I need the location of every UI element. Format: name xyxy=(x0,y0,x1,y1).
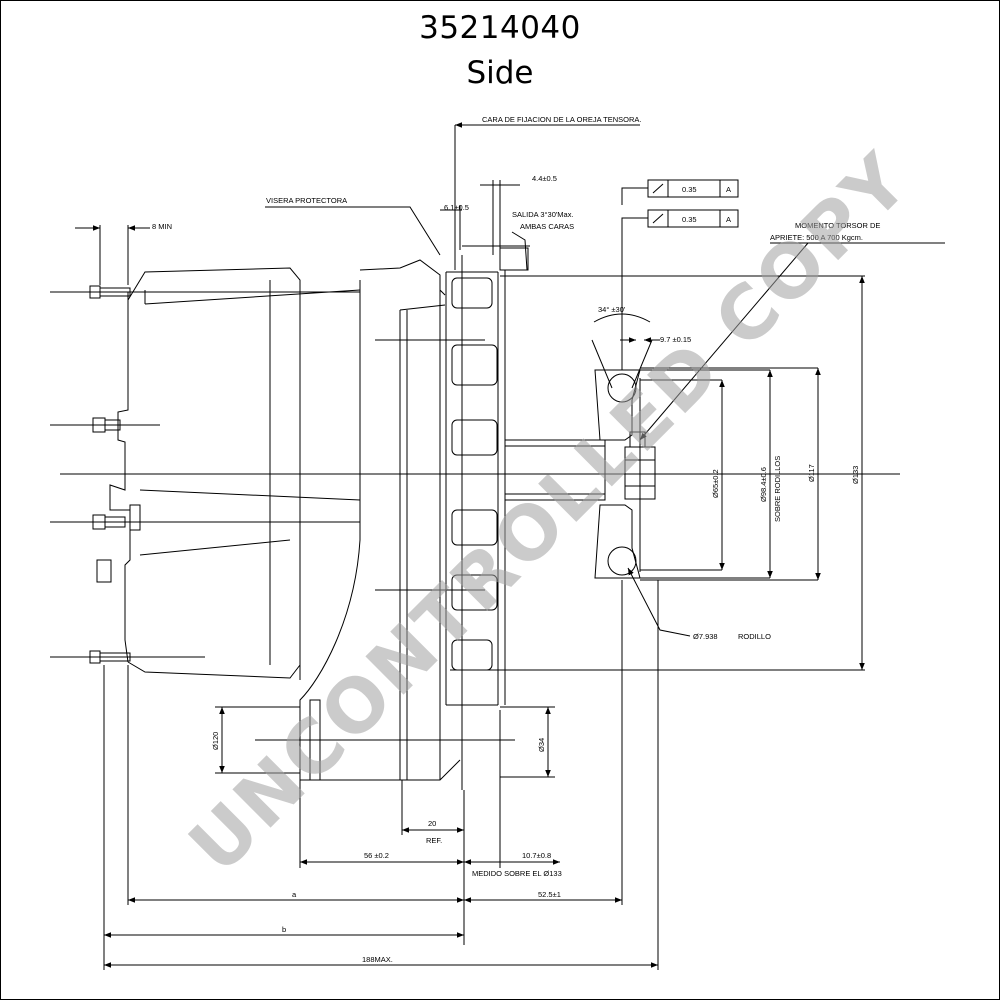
view-title: Side xyxy=(466,55,534,91)
label-d7938: Ø7.938 xyxy=(693,632,718,641)
label-6-1: 6.1±0.5 xyxy=(444,203,469,212)
label-tol1: 0.35 xyxy=(682,185,697,194)
label-d117: Ø117 xyxy=(807,464,816,482)
part-number-title: 35214040 xyxy=(419,10,581,46)
label-9-7: 9.7 ±0.15 xyxy=(660,335,691,344)
label-4-4: 4.4±0.5 xyxy=(532,174,557,183)
label-b: b xyxy=(282,925,286,934)
label-ambas: AMBAS CARAS xyxy=(520,222,574,231)
label-salida: SALIDA 3°30'Max. xyxy=(512,210,574,219)
label-datum1: A xyxy=(726,185,731,194)
label-datum2: A xyxy=(726,215,731,224)
drawing-labels: CARA DE FIJACION DE LA OREJA TENSORA. VI… xyxy=(152,115,880,964)
label-momento: MOMENTO TORSOR DE xyxy=(795,221,880,230)
hub-dimensions xyxy=(215,706,555,778)
label-visera: VISERA PROTECTORA xyxy=(266,196,347,205)
label-sobre: SOBRE RODILLOS xyxy=(773,456,782,522)
label-ref: REF. xyxy=(426,836,442,845)
label-rodillo: RODILLO xyxy=(738,632,771,641)
front-housing xyxy=(255,255,515,790)
label-56: 56 ±0.2 xyxy=(364,851,389,860)
label-d120: Ø120 xyxy=(211,732,220,750)
upper-dimensions xyxy=(75,122,640,285)
label-52-5: 52.5±1 xyxy=(538,890,561,899)
label-d34: Ø34 xyxy=(537,738,546,752)
runout-callouts xyxy=(621,179,739,370)
label-8min: 8 MIN xyxy=(152,222,172,231)
label-20: 20 xyxy=(428,819,436,828)
rear-bolts xyxy=(50,285,360,664)
label-d65: Ø65±0.2 xyxy=(711,469,720,498)
bottom-dimensions xyxy=(103,580,659,970)
label-tol2: 0.35 xyxy=(682,215,697,224)
label-10-7: 10.7±0.8 xyxy=(522,851,551,860)
label-a: a xyxy=(292,890,297,899)
pulley-nut xyxy=(624,431,656,500)
label-d98: Ø98.4±0.6 xyxy=(759,467,768,502)
label-cara: CARA DE FIJACION DE LA OREJA TENSORA. xyxy=(482,115,642,124)
label-angle: 34° ±30' xyxy=(598,305,626,314)
diameter-dimensions xyxy=(450,275,865,671)
label-188max: 188MAX. xyxy=(362,955,393,964)
shaft xyxy=(504,439,606,501)
pulley-angle-dimension xyxy=(591,313,660,389)
roller-leader xyxy=(627,567,691,637)
label-d133: Ø133 xyxy=(851,466,860,484)
label-medido: MEDIDO SOBRE EL Ø133 xyxy=(472,869,562,878)
rear-housing xyxy=(109,267,361,680)
label-apriete: APRIETE: 500 A 700 Kgcm. xyxy=(770,233,863,242)
